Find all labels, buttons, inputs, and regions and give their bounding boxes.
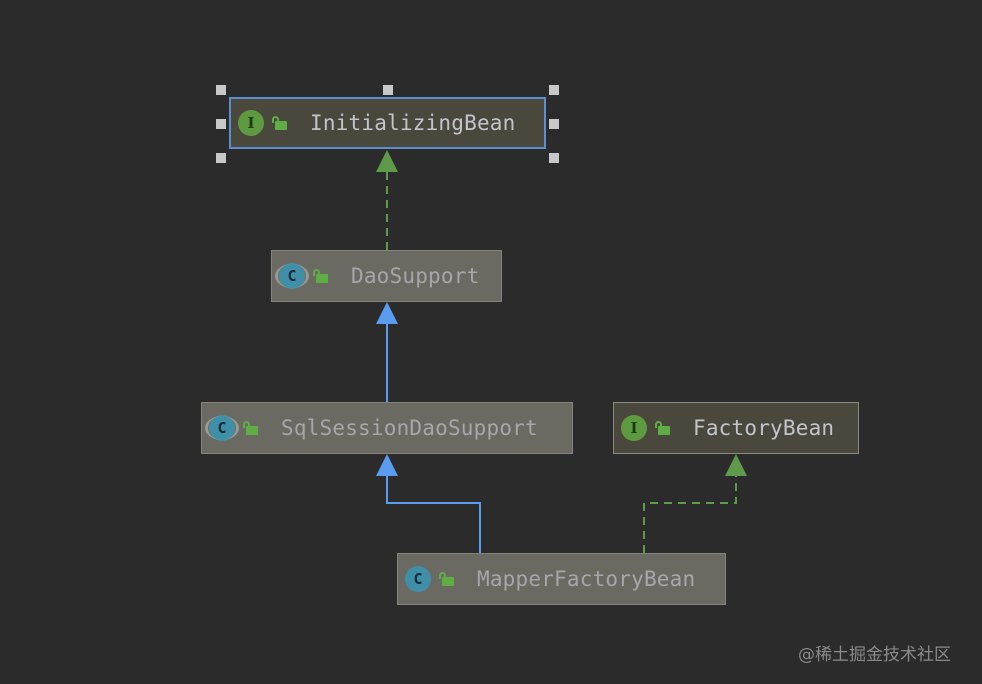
class-icon: C	[405, 566, 431, 592]
public-visibility-icon	[655, 421, 671, 435]
resize-handle-bottom-right[interactable]	[549, 153, 559, 163]
node-label: FactoryBean	[693, 416, 835, 440]
watermark: @稀土掘金技术社区	[798, 645, 951, 665]
interface-icon: I	[621, 415, 647, 441]
arrowhead-icon	[376, 150, 398, 172]
node-label: DaoSupport	[351, 264, 480, 288]
arrowhead-icon	[376, 302, 398, 324]
public-visibility-icon	[272, 116, 288, 130]
node-sqlsessiondaosupport[interactable]: C SqlSessionDaoSupport	[201, 402, 573, 454]
abstract-class-icon: C	[275, 263, 309, 289]
edge-mapperfactorybean-implements-factorybean	[643, 454, 747, 553]
interface-icon: I	[238, 110, 264, 136]
resize-handle-bottom-left[interactable]	[216, 153, 226, 163]
resize-handle-left[interactable]	[216, 119, 226, 129]
public-visibility-icon	[313, 269, 329, 283]
resize-handle-top-left[interactable]	[216, 85, 226, 95]
resize-handle-top[interactable]	[383, 85, 393, 95]
node-daosupport[interactable]: C DaoSupport	[271, 250, 502, 302]
node-factorybean[interactable]: I FactoryBean	[613, 402, 859, 454]
node-label: MapperFactoryBean	[477, 567, 696, 591]
resize-handle-top-right[interactable]	[549, 85, 559, 95]
public-visibility-icon	[439, 572, 455, 586]
node-mapperfactorybean[interactable]: C MapperFactoryBean	[397, 553, 726, 605]
arrowhead-icon	[725, 454, 747, 476]
edge-sqlsessiondaosupport-extends-daosupport	[376, 302, 398, 402]
arrowhead-icon	[376, 454, 398, 476]
resize-handle-right[interactable]	[549, 119, 559, 129]
edge-mapperfactorybean-extends-sqlsessiondaosupport	[376, 454, 481, 553]
public-visibility-icon	[243, 421, 259, 435]
node-label: InitializingBean	[310, 111, 516, 135]
abstract-class-icon: C	[205, 415, 239, 441]
node-initializingbean[interactable]: I InitializingBean	[229, 97, 546, 149]
node-label: SqlSessionDaoSupport	[281, 416, 538, 440]
edge-daosupport-implements-initializingbean	[376, 150, 398, 250]
